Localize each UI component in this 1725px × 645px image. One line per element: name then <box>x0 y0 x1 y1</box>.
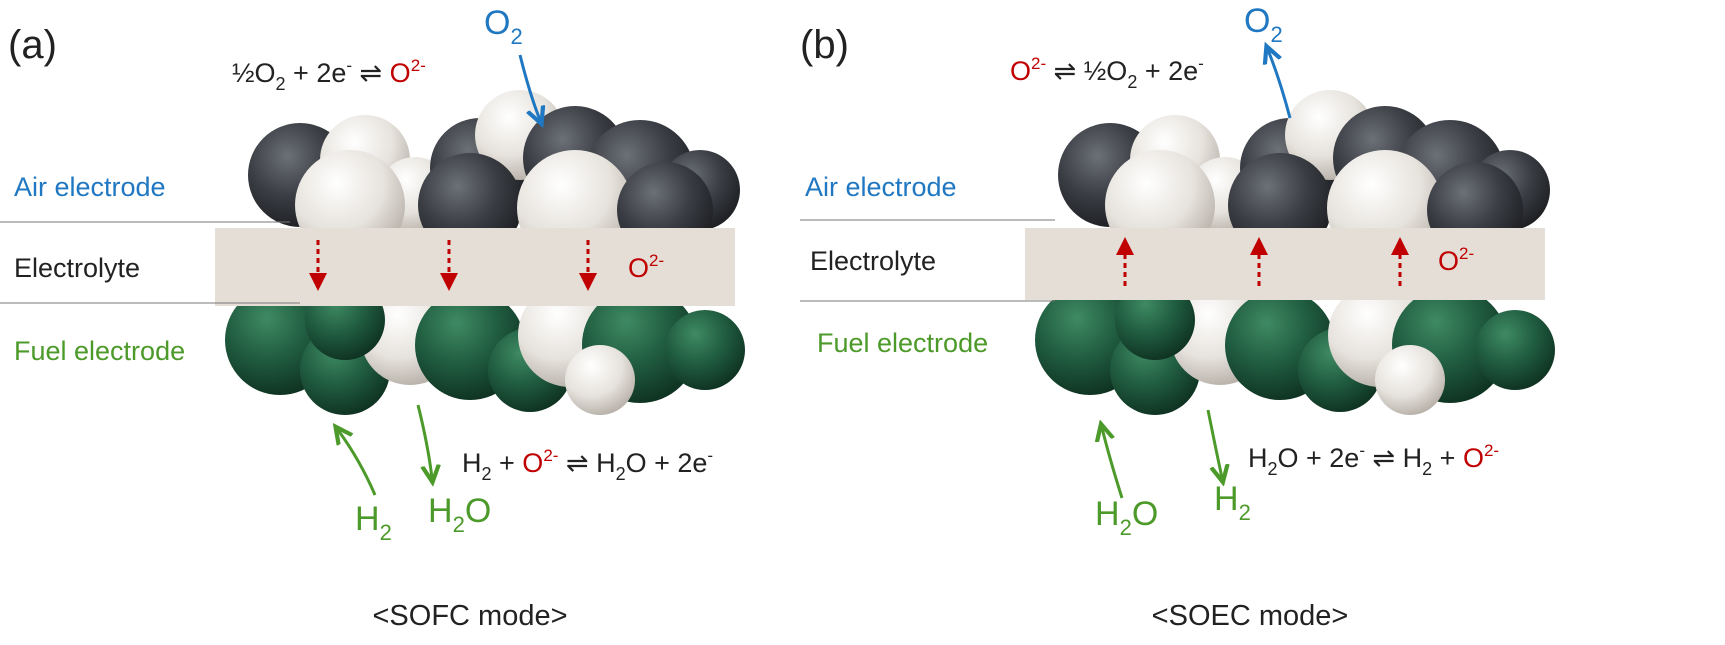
bottom-gas-right: H2 <box>1214 480 1251 525</box>
mode-caption: <SOEC mode> <box>1152 600 1349 632</box>
h2-in-arrow <box>338 430 377 496</box>
top-reaction: O2- ⇌ ½O2 + 2e- <box>1010 54 1204 92</box>
h2-out-arrow <box>1206 409 1222 478</box>
top-reaction: ½O2 + 2e- ⇌ O2- <box>232 56 426 94</box>
bottom-gas-right: H2O <box>428 492 491 537</box>
electrolyte-layer <box>1025 228 1545 300</box>
h2o-in-arrow <box>1102 428 1124 499</box>
fuel-electrode-spheres <box>1035 280 1555 415</box>
electrolyte-layer <box>215 228 735 306</box>
fuel-electrode-label: Fuel electrode <box>14 336 185 366</box>
top-gas-label: O2 <box>1244 2 1283 47</box>
ion-label: O2- <box>628 251 664 283</box>
panel-label: (b) <box>800 23 849 67</box>
bottom-reaction: H2 + O2- ⇌ H2O + 2e- <box>462 446 713 484</box>
electrolyte-label: Electrolyte <box>14 253 140 283</box>
bottom-gas-left: H2O <box>1095 495 1158 540</box>
air-electrode-label: Air electrode <box>14 172 166 202</box>
fuel-electrode-label: Fuel electrode <box>817 328 988 358</box>
top-gas-label: O2 <box>484 4 523 49</box>
ion-label: O2- <box>1438 244 1474 276</box>
o2-arrow <box>1268 50 1292 119</box>
o2-arrow <box>518 54 540 120</box>
h2o-out-arrow <box>416 404 432 478</box>
electrolyte-label: Electrolyte <box>810 246 936 276</box>
panel-label: (a) <box>8 23 57 67</box>
mode-caption: <SOFC mode> <box>372 600 567 632</box>
panel-sofc: (a) Air electrode Electrolyte Fuel elect… <box>0 4 745 632</box>
bottom-reaction: H2O + 2e- ⇌ H2 + O2- <box>1248 441 1499 479</box>
bottom-gas-left: H2 <box>355 500 392 545</box>
air-electrode-label: Air electrode <box>805 172 957 202</box>
panel-soec: (b) Air electrode Electrolyte Fuel elect… <box>800 2 1555 632</box>
